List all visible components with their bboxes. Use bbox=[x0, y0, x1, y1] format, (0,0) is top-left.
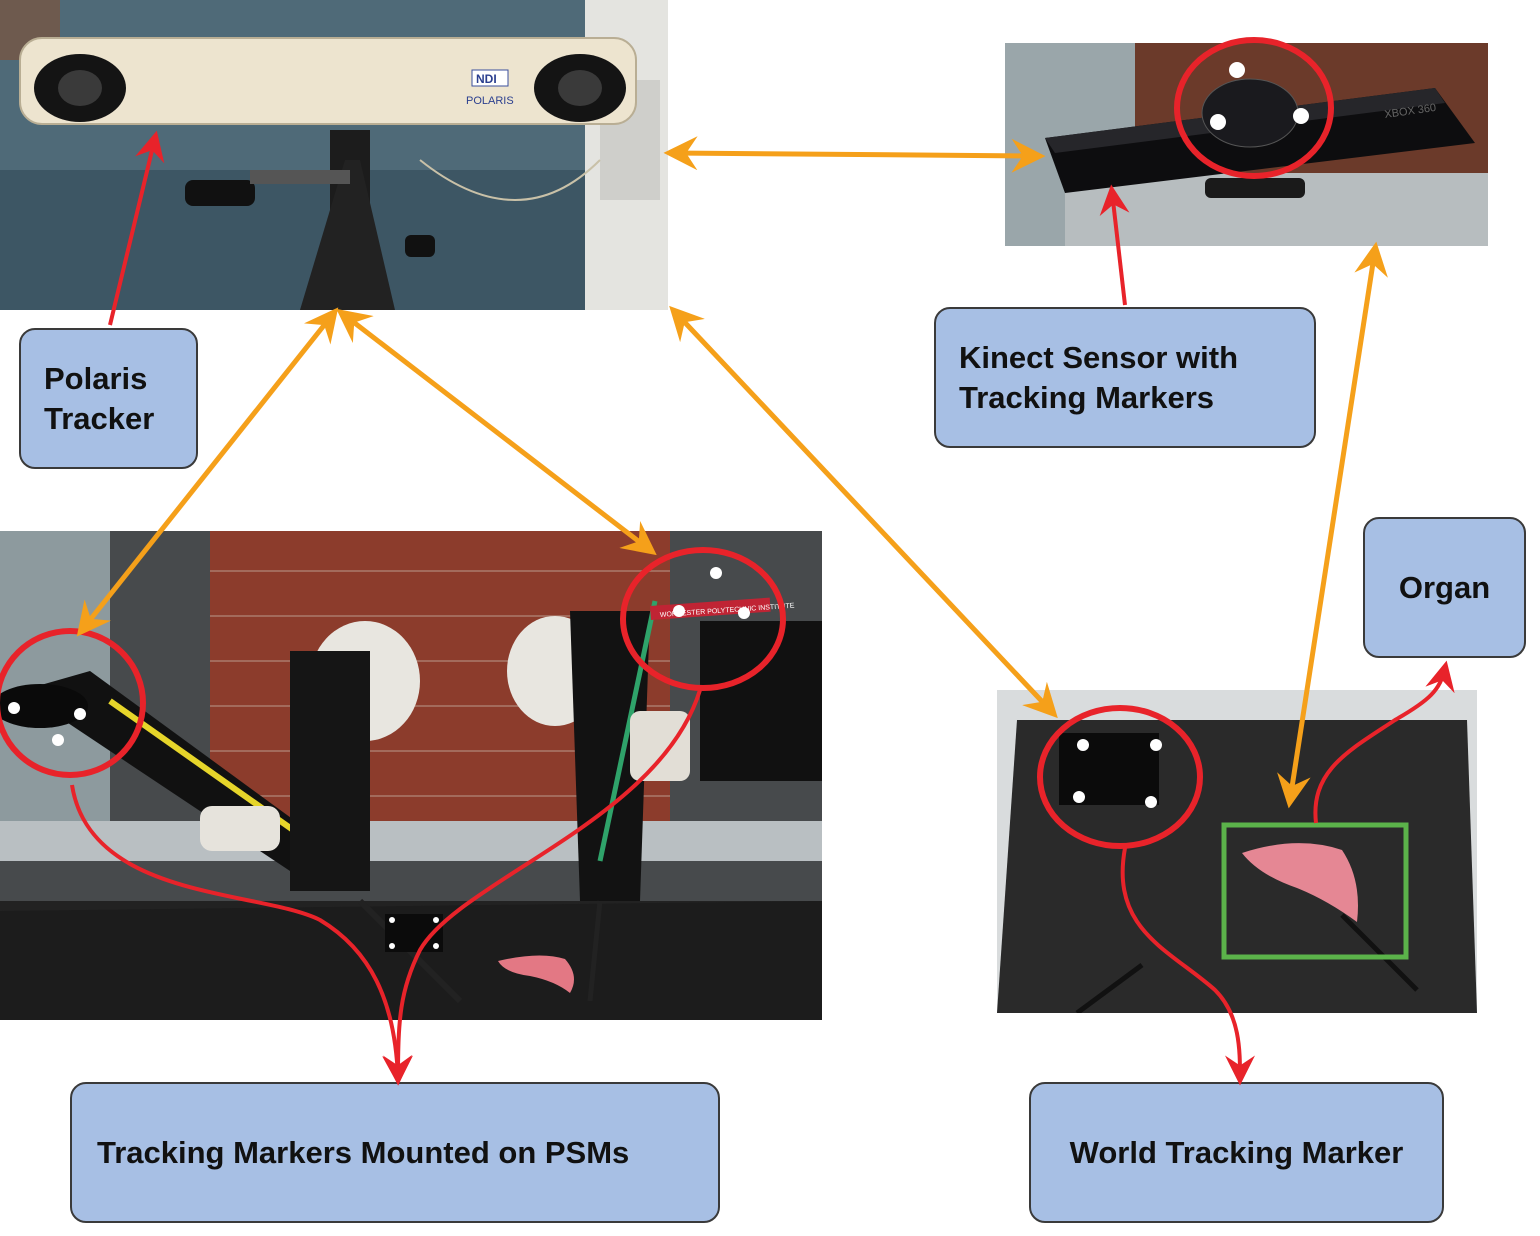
psm-markers-label-text: Tracking Markers Mounted on PSMs bbox=[97, 1134, 630, 1170]
kinect-sensor-label-text: Kinect Sensor with Tracking Markers bbox=[959, 339, 1239, 415]
polaris-brand-text: POLARIS bbox=[466, 95, 514, 107]
polaris-right-psm-arrow bbox=[336, 308, 657, 556]
world-marker-label: World Tracking Marker bbox=[1029, 1082, 1444, 1223]
polaris-tracker-label: Polaris Tracker bbox=[19, 328, 198, 469]
psm-robot-photo: WORCESTER POLYTECHNIC INSTITUTE bbox=[0, 531, 822, 1020]
polaris-tracker-label-text: Polaris Tracker bbox=[44, 360, 155, 436]
organ-label-text: Organ bbox=[1398, 569, 1491, 605]
world-marker-label-text: World Tracking Marker bbox=[1069, 1134, 1404, 1170]
ndi-logo-text: NDI bbox=[476, 72, 497, 86]
polaris-kinect-arrow bbox=[663, 136, 1046, 173]
kinect-sensor-photo: XBOX 360 bbox=[1005, 43, 1488, 246]
organ-label: Organ bbox=[1363, 517, 1526, 658]
kinect-sensor-label: Kinect Sensor with Tracking Markers bbox=[934, 307, 1316, 448]
world-marker-photo bbox=[997, 690, 1477, 1013]
psm-markers-label: Tracking Markers Mounted on PSMs bbox=[70, 1082, 720, 1223]
polaris-tracker-photo: NDI POLARIS bbox=[0, 0, 668, 310]
